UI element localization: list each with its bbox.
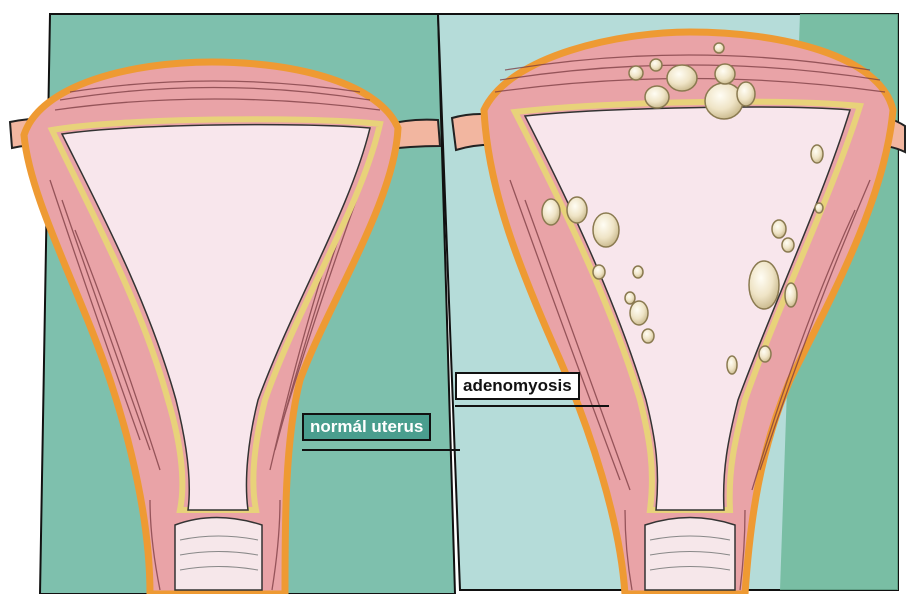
lesion xyxy=(785,283,797,307)
lesion xyxy=(625,292,635,304)
lesion xyxy=(629,66,643,80)
adenomyosis-panel xyxy=(438,14,905,594)
lesion xyxy=(542,199,560,225)
lesion xyxy=(772,220,786,238)
lesion xyxy=(645,86,669,108)
lesion xyxy=(593,265,605,279)
lesion xyxy=(630,301,648,325)
lesion xyxy=(737,82,755,106)
lesion xyxy=(811,145,823,163)
lesion xyxy=(782,238,794,252)
lesion xyxy=(633,266,643,278)
adenomyosis-label: adenomyosis xyxy=(455,372,580,400)
lesion xyxy=(749,261,779,309)
normal-uterus-label: normál uterus xyxy=(302,413,431,441)
lesion xyxy=(567,197,587,223)
lesion xyxy=(815,203,823,213)
normal-uterus-panel xyxy=(10,14,455,594)
lesion xyxy=(650,59,662,71)
lesion xyxy=(727,356,737,374)
lesion xyxy=(714,43,724,53)
lesion xyxy=(759,346,771,362)
lesion xyxy=(642,329,654,343)
lesion xyxy=(593,213,619,247)
lesion xyxy=(715,64,735,84)
lesion xyxy=(667,65,697,91)
